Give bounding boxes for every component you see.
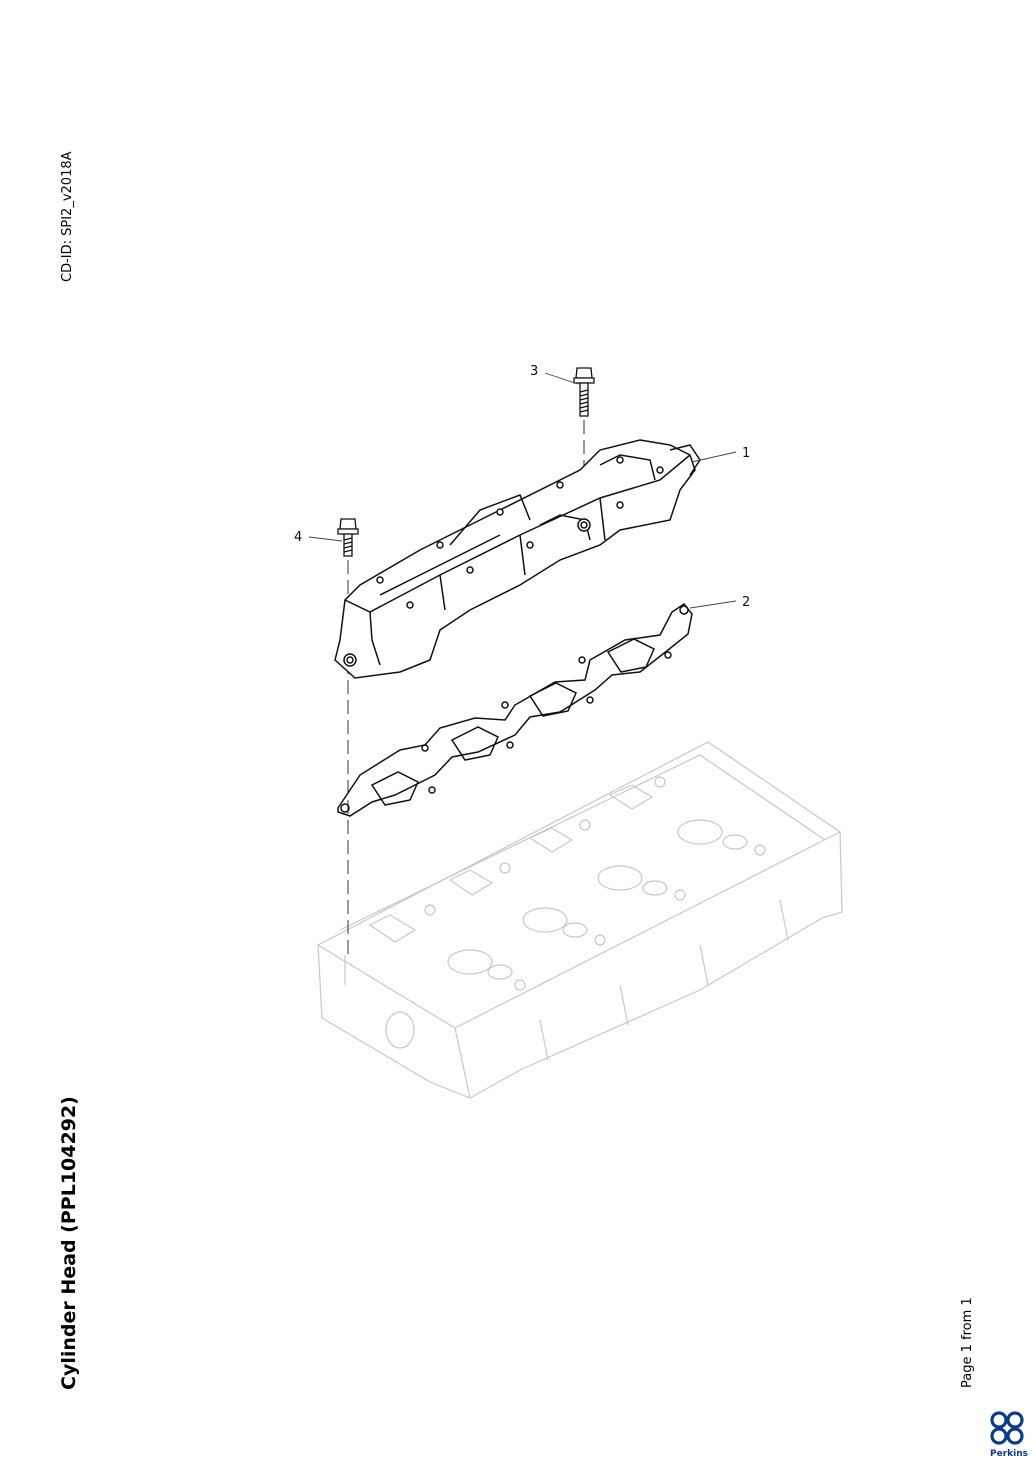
callout-4: 4 xyxy=(294,530,302,545)
bolt-part-4 xyxy=(337,518,359,557)
bolt-part-3 xyxy=(573,367,595,417)
callout-2: 2 xyxy=(742,595,750,610)
callout-1: 1 xyxy=(742,446,750,461)
page-title: Cylinder Head (PPL104292) xyxy=(58,1096,80,1390)
gasket-part-2 xyxy=(337,602,693,817)
brand-name: Perkins xyxy=(990,1449,1028,1459)
callout-3: 3 xyxy=(530,364,538,379)
manifold-part-1 xyxy=(334,439,701,679)
perkins-logo-icon xyxy=(990,1411,1024,1445)
page-counter: Page 1 from 1 xyxy=(960,1297,975,1388)
callout-leaders xyxy=(308,372,737,609)
cylinder-head-illustration xyxy=(317,741,843,1099)
